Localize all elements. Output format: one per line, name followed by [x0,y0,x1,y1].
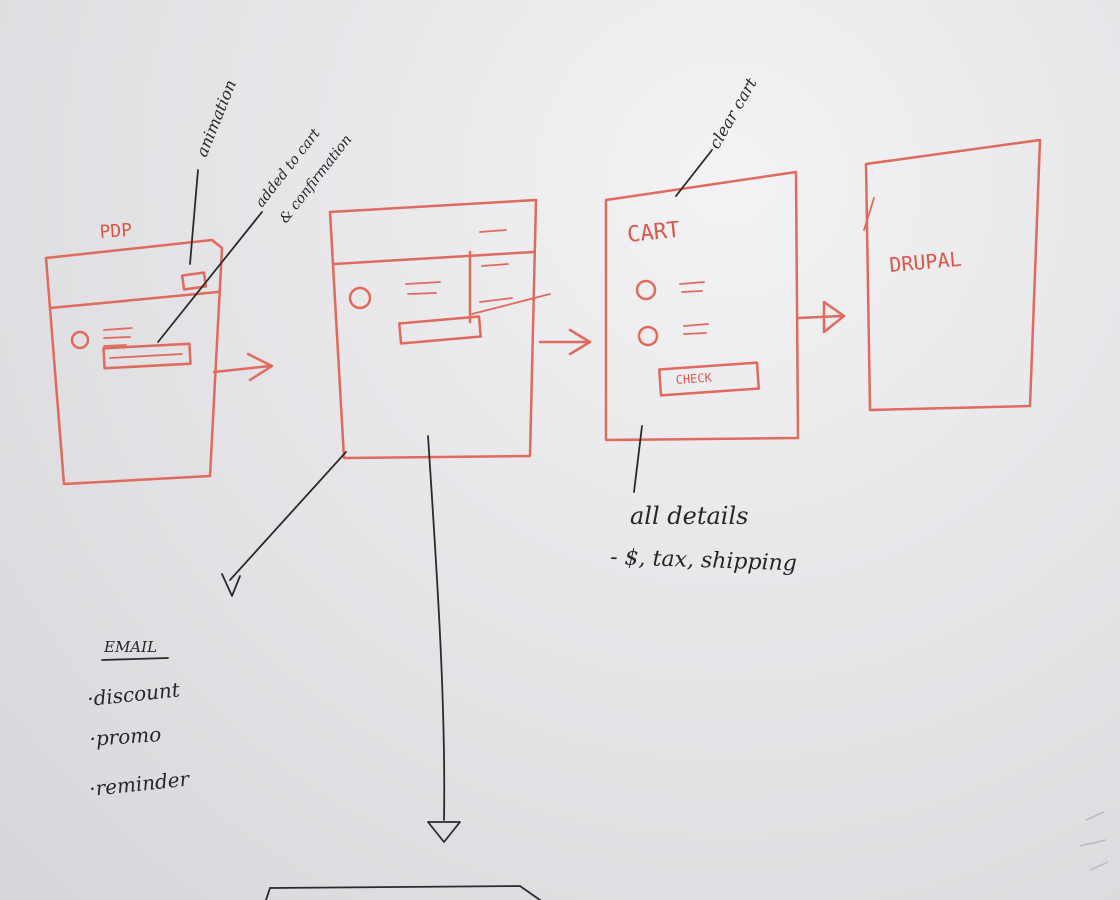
drupal-screen: DRUPAL [863,138,1042,412]
all-details-annotation: all details [630,502,748,530]
pricing-details-annotation: - $, tax, shipping [610,545,797,577]
pdp-add-to-cart-button [102,342,192,370]
added-to-cart-annotation: added to cart [253,125,324,210]
annotation-lines [157,149,713,843]
cart-label: CART [626,218,681,248]
cart-screen: CART CHECK [604,170,800,442]
product-icon [348,286,372,310]
board-edge-marks [1079,811,1109,871]
pdp-animation-marker [180,271,208,291]
confirmation-screen [328,198,551,460]
bottom-screen-partial [265,885,541,900]
drupal-label: DRUPAL [888,247,962,277]
cart-confirm-button [398,315,482,345]
cart-item-icon [635,279,657,301]
pdp-screen: PDP [44,220,224,486]
pdp-label: PDP [99,220,133,243]
cart-item-icon [637,325,659,347]
flow-arrows [212,300,846,382]
email-title: EMAIL [103,638,157,656]
email-list-item: ·promo [89,722,162,751]
checkout-button [657,361,761,397]
checkout-button-label: CHECK [675,370,713,387]
email-list-item: ·reminder [88,766,192,800]
pdp-product-icon [70,330,90,350]
email-list-item: ·discount [86,677,182,711]
animation-annotation: animation [192,77,240,159]
clear-cart-annotation: clear cart [705,74,761,152]
email-list: EMAIL ·discount ·promo ·reminder [86,638,192,801]
